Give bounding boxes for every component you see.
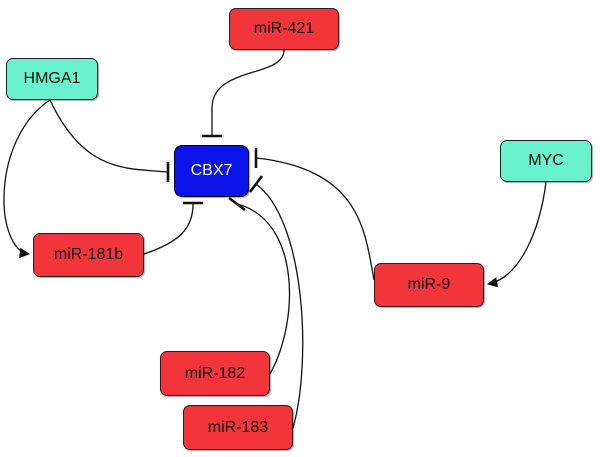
node-cbx7: CBX7 xyxy=(174,145,249,197)
edge-mir421-inhibits-cbx7 xyxy=(202,49,285,138)
node-mir-183: miR-183 xyxy=(183,405,293,450)
node-mir-9: miR-9 xyxy=(374,263,484,307)
edge-mir9-inhibits-cbx7 xyxy=(254,148,375,281)
node-hmga1: HMGA1 xyxy=(6,58,98,100)
node-mir-421: miR-421 xyxy=(229,8,339,50)
edge-mir181b-inhibits-cbx7 xyxy=(143,201,203,255)
edge-hmga1-activates-mir181b xyxy=(3,99,51,259)
node-mir-182: miR-182 xyxy=(160,351,270,396)
node-myc: MYC xyxy=(500,140,592,182)
edge-mir182-inhibits-cbx7 xyxy=(228,196,291,375)
edge-hmga1-inhibits-cbx7 xyxy=(49,99,170,182)
edge-mir183-inhibits-cbx7 xyxy=(248,175,304,429)
edge-myc-activates-mir9 xyxy=(486,181,547,288)
node-mir-181b: miR-181b xyxy=(33,233,144,277)
